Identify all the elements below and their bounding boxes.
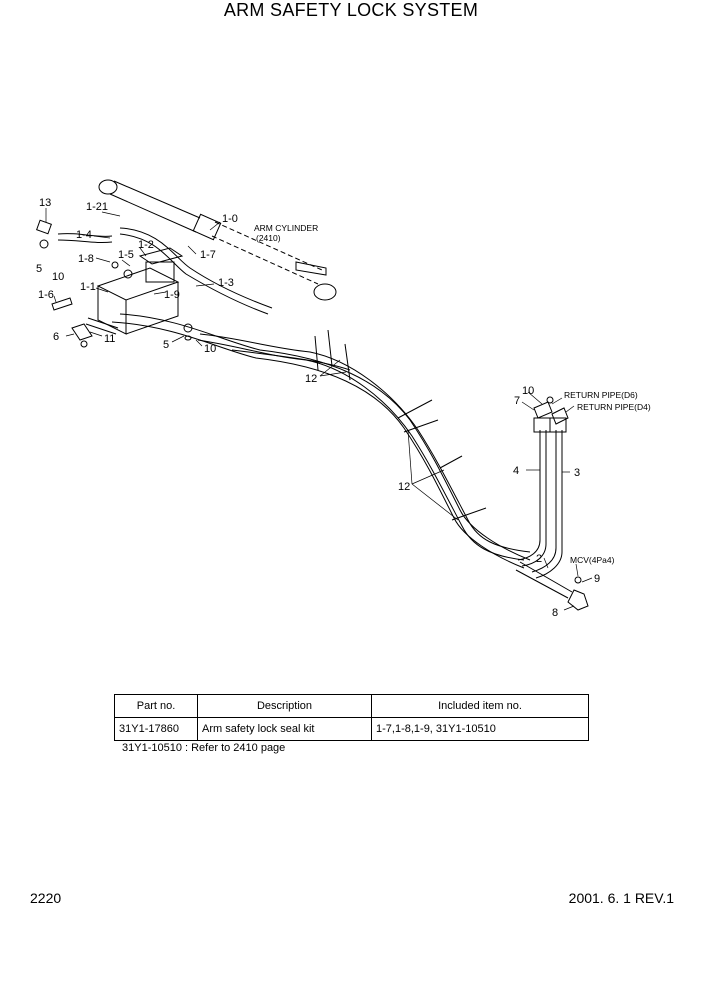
label-10-center: 10 — [204, 343, 216, 355]
label-4: 4 — [513, 465, 519, 477]
revision-date: 2001. 6. 1 REV.1 — [568, 890, 674, 906]
label-1-6: 1-6 — [38, 289, 54, 301]
label-5-top: 5 — [36, 263, 42, 275]
label-2: 2 — [536, 553, 542, 565]
fitting-1-6 — [51, 297, 73, 311]
cell-included-items: 1-7,1-8,1-9, 31Y1-10510 — [371, 717, 589, 741]
label-1-3: 1-3 — [218, 277, 234, 289]
label-1-9: 1-9 — [164, 289, 180, 301]
leader-lines — [45, 208, 593, 611]
label-return-pipe-d4: RETURN PIPE(D4) — [577, 402, 651, 412]
label-9: 9 — [594, 573, 600, 585]
column-header-part-no: Part no. — [114, 694, 198, 718]
reference-note: 31Y1-10510 : Refer to 2410 page — [122, 742, 286, 754]
hose-3 — [531, 417, 567, 579]
table-row: 31Y1-17860 Arm safety lock seal kit 1-7,… — [114, 717, 589, 741]
clamps-12 — [314, 329, 487, 521]
label-arm-cylinder-ref: (2410) — [256, 233, 281, 243]
hose-bundle — [111, 313, 531, 569]
cell-description: Arm safety lock seal kit — [197, 717, 372, 741]
label-return-pipe-d6: RETURN PIPE(D6) — [564, 390, 638, 400]
label-arm-cylinder: ARM CYLINDER — [254, 223, 318, 233]
fittings-7-10 — [533, 396, 569, 425]
valve-block — [96, 247, 184, 335]
hose-11 — [85, 317, 119, 335]
label-1-1: 1-1 — [80, 281, 96, 293]
label-11: 11 — [104, 333, 115, 345]
label-7: 7 — [514, 395, 520, 407]
label-3: 3 — [574, 467, 580, 479]
label-1-4: 1-4 — [76, 229, 92, 241]
hose-4 — [517, 417, 551, 567]
fitting-6 — [71, 323, 93, 348]
label-1-21: 1-21 — [86, 201, 108, 213]
label-12-upper: 12 — [305, 373, 317, 385]
column-header-included-items: Included item no. — [371, 694, 589, 718]
label-13: 13 — [39, 197, 51, 209]
label-1-2: 1-2 — [138, 239, 154, 251]
label-mcv: MCV(4Pa4) — [570, 555, 615, 565]
pipe-1-3 — [119, 227, 273, 315]
fitting-13 — [36, 219, 52, 249]
label-10-right: 10 — [522, 385, 534, 397]
label-1-8: 1-8 — [78, 253, 94, 265]
arm-cylinder — [98, 179, 337, 301]
label-12-lower: 12 — [398, 481, 410, 493]
page-title: ARM SAFETY LOCK SYSTEM — [223, 0, 479, 20]
table-header-row: Part no. Description Included item no. — [114, 694, 589, 718]
column-header-description: Description — [197, 694, 372, 718]
label-1-0: 1-0 — [222, 213, 238, 225]
label-1-5: 1-5 — [118, 249, 134, 261]
label-8: 8 — [552, 607, 558, 619]
page-number: 2220 — [30, 890, 62, 906]
cell-part-no: 31Y1-17860 — [114, 717, 198, 741]
hose-2 — [515, 561, 589, 611]
label-1-7: 1-7 — [200, 249, 216, 261]
label-6: 6 — [53, 331, 59, 343]
label-5-bottom: 5 — [163, 339, 169, 351]
parts-table: Part no. Description Included item no. 3… — [114, 694, 589, 741]
label-10-left: 10 — [52, 271, 64, 283]
pipe-1-4 — [57, 233, 113, 244]
